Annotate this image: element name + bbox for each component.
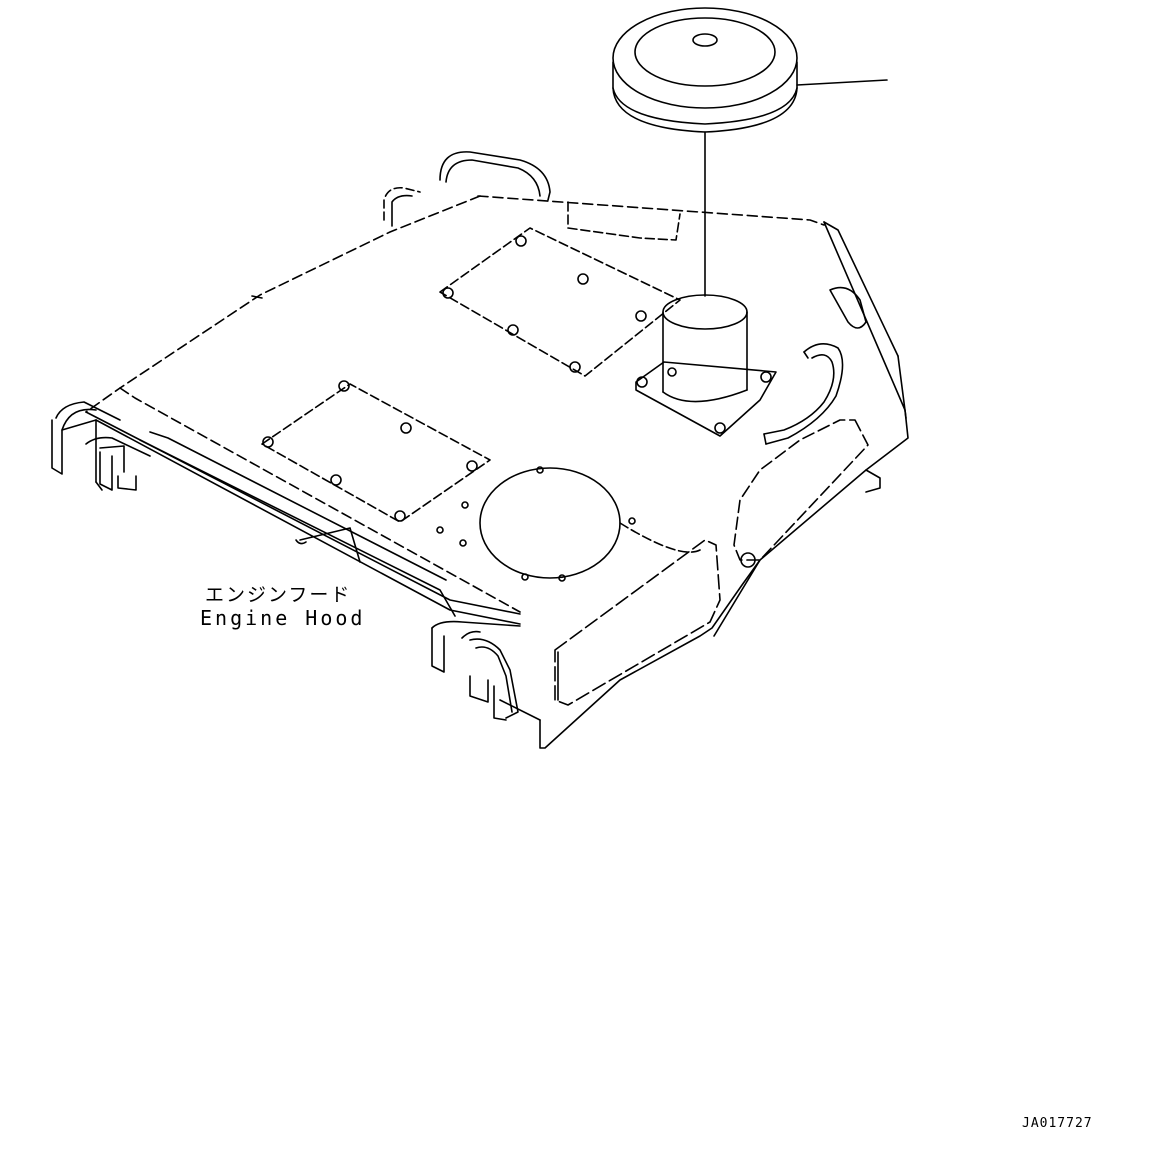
left-bracket	[52, 402, 150, 490]
exhaust-cap	[613, 8, 797, 132]
upper-cover-plate	[440, 228, 680, 376]
drawing-code: JA017727	[1022, 1116, 1093, 1131]
part-label-japanese: エンジンフード	[205, 584, 352, 606]
lower-cover-plate	[262, 381, 490, 522]
fan-opening	[437, 467, 700, 581]
part-label-english: Engine Hood	[200, 606, 366, 630]
right-grab-handle	[764, 344, 843, 444]
small-detail-left	[252, 296, 262, 298]
rear-frame-rail	[86, 388, 520, 624]
top-slot	[568, 202, 680, 240]
cap-leader-line	[797, 80, 887, 85]
exhaust-pipe	[636, 295, 776, 436]
front-bracket	[432, 622, 520, 720]
engine-hood	[86, 196, 908, 748]
left-grab-handle	[384, 152, 550, 226]
knob-right	[741, 553, 755, 567]
